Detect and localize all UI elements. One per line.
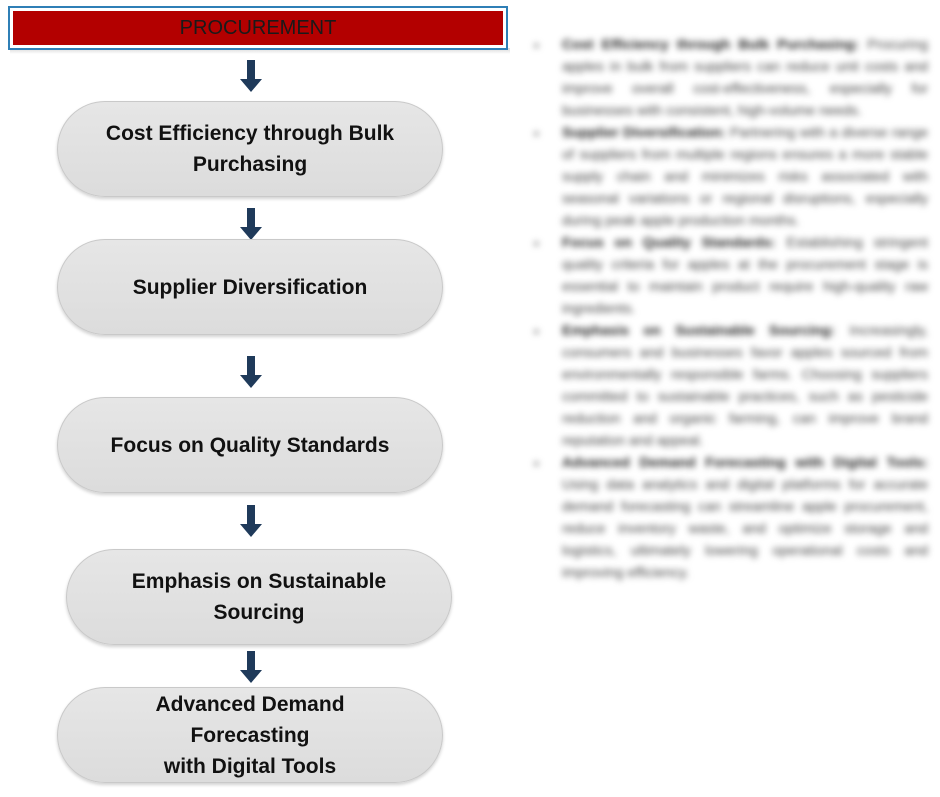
- bullet-marker-icon: ▪: [534, 455, 539, 471]
- flow-node-quality-standards: Focus on Quality Standards: [57, 397, 443, 493]
- down-arrow-icon: [240, 356, 262, 388]
- bullet-item: ▪ Emphasis on Sustainable Sourcing: Incr…: [528, 320, 928, 452]
- bullet-text: Establishing stringent quality criteria …: [562, 235, 928, 317]
- bullet-title: Advanced Demand Forecasting with Digital…: [562, 455, 928, 471]
- header-title: PROCUREMENT: [13, 11, 503, 45]
- flow-node-label: Supplier Diversification: [132, 275, 368, 299]
- bullet-item: ▪ Focus on Quality Standards: Establishi…: [528, 232, 928, 320]
- bullet-item: ▪ Supplier Diversification: Partnering w…: [528, 122, 928, 232]
- flow-node-demand-forecasting: Advanced Demand Forecasting with Digital…: [57, 687, 443, 783]
- header-shadow: [10, 48, 510, 54]
- flow-node-sustainable-sourcing: Emphasis on Sustainable Sourcing: [66, 549, 452, 645]
- bullet-marker-icon: ▪: [534, 235, 539, 251]
- bullet-title: Cost Efficiency through Bulk Purchasing:: [562, 37, 860, 53]
- bullet-marker-icon: ▪: [534, 37, 539, 53]
- header-bar: PROCUREMENT: [8, 6, 508, 50]
- bullet-item: ▪ Advanced Demand Forecasting with Digit…: [528, 452, 928, 584]
- bullet-title: Supplier Diversification:: [562, 125, 726, 141]
- flow-node-supplier-diversification: Supplier Diversification: [57, 239, 443, 335]
- bullet-marker-icon: ▪: [534, 323, 539, 339]
- flow-node-cost-efficiency: Cost Efficiency through Bulk Purchasing: [57, 101, 443, 197]
- down-arrow-icon: [240, 60, 262, 92]
- flow-node-label: Sourcing: [213, 601, 305, 624]
- bullet-text: Procuring apples in bulk from suppliers …: [562, 37, 928, 119]
- down-arrow-icon: [240, 651, 262, 683]
- bullet-marker-icon: ▪: [534, 125, 539, 141]
- flow-node-label: with Digital Tools: [163, 754, 337, 778]
- flow-node-label: Purchasing: [192, 153, 308, 176]
- down-arrow-icon: [240, 208, 262, 240]
- bullet-title: Focus on Quality Standards:: [562, 235, 776, 251]
- flow-node-label: Advanced Demand Forecasting: [155, 692, 345, 747]
- bullet-item: ▪ Cost Efficiency through Bulk Purchasin…: [528, 34, 928, 122]
- flow-node-label: Emphasis on Sustainable: [131, 570, 387, 593]
- down-arrow-icon: [240, 505, 262, 537]
- bullet-text: Increasingly, consumers and businesses f…: [562, 323, 928, 449]
- bullet-list: ▪ Cost Efficiency through Bulk Purchasin…: [528, 34, 928, 584]
- bullet-text: Using data analytics and digital platfor…: [562, 477, 928, 581]
- bullet-title: Emphasis on Sustainable Sourcing:: [562, 323, 836, 339]
- flow-node-label: Cost Efficiency through Bulk: [105, 122, 395, 145]
- flow-node-label: Focus on Quality Standards: [110, 433, 390, 457]
- bullet-text: Partnering with a diverse range of suppl…: [562, 125, 928, 229]
